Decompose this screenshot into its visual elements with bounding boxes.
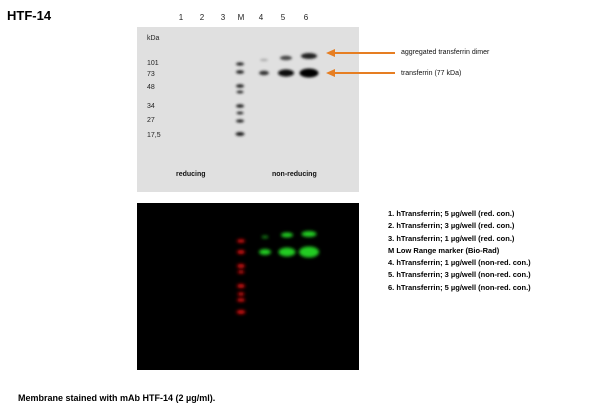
lane-label-4: 4 bbox=[258, 13, 264, 22]
fluorescence-blot-panel bbox=[137, 203, 359, 370]
sample-bands-fluorescent bbox=[259, 231, 319, 258]
legend-item-marker: M Low Range marker (Bio-Rad) bbox=[388, 245, 500, 255]
mw-marker-34: 34 bbox=[147, 103, 155, 110]
monomer-callout: transferrin (77 kDa) bbox=[401, 70, 462, 77]
marker-bands-top bbox=[235, 62, 245, 136]
mw-marker-17-5: 17,5 bbox=[147, 132, 161, 139]
lane-label-6: 6 bbox=[303, 13, 309, 22]
sample-bands-top bbox=[259, 53, 319, 78]
legend-item-2: 2. hTransferrin; 3 µg/well (red. con.) bbox=[388, 221, 515, 231]
lane-label-5: 5 bbox=[280, 13, 286, 22]
legend-item-1: 1. hTransferrin; 5 µg/well (red. con.) bbox=[388, 209, 515, 218]
callout-arrows bbox=[326, 49, 395, 77]
legend-item-5: 5. hTransferrin; 3 µg/well (non-red. con… bbox=[388, 270, 531, 280]
lane-label-m: M bbox=[237, 13, 245, 22]
lane-label-3: 3 bbox=[220, 13, 226, 22]
legend-item-3: 3. hTransferrin; 1 µg/well (red. con.) bbox=[388, 233, 515, 243]
kda-label: kDa bbox=[147, 35, 160, 42]
lane-label-1: 1 bbox=[178, 13, 184, 22]
dimer-callout: aggregated transferrin dimer bbox=[401, 49, 490, 56]
membrane-blot-panel bbox=[137, 27, 359, 192]
mw-marker-48: 48 bbox=[147, 84, 155, 91]
figure-caption: Membrane stained with mAb HTF-14 (2 µg/m… bbox=[18, 393, 216, 403]
mw-marker-101: 101 bbox=[147, 60, 159, 67]
legend-item-6: 6. hTransferrin; 5 µg/well (non-red. con… bbox=[388, 282, 531, 292]
non-reducing-label: non-reducing bbox=[272, 171, 317, 178]
lane-label-2: 2 bbox=[199, 13, 205, 22]
reducing-label: reducing bbox=[176, 171, 206, 178]
mw-marker-27: 27 bbox=[147, 117, 155, 124]
legend-item-4: 4. hTransferrin; 1 µg/well (non-red. con… bbox=[388, 258, 531, 268]
marker-bands-fluorescent bbox=[236, 239, 246, 314]
page-title: HTF-14 bbox=[7, 8, 52, 23]
lane-legend: 1. hTransferrin; 5 µg/well (red. con.) 2… bbox=[388, 208, 531, 294]
mw-marker-73: 73 bbox=[147, 71, 155, 78]
